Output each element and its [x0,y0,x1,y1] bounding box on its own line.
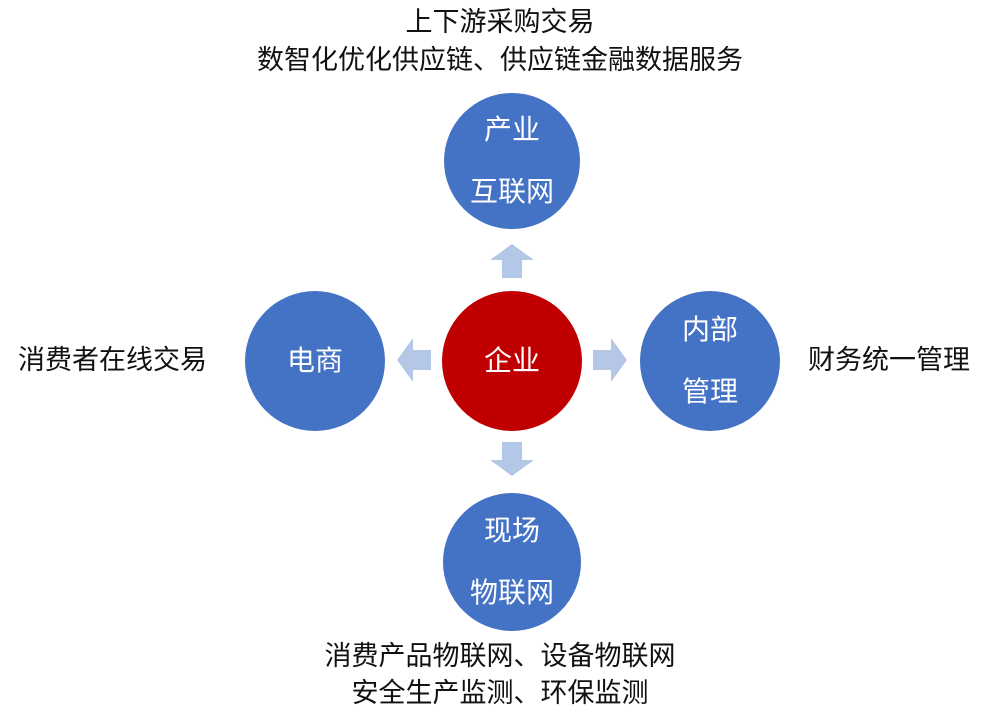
bottom-caption-line1: 消费产品物联网、设备物联网 [324,641,676,672]
onsite-iot-node: 现场 物联网 [443,493,581,631]
ecommerce-label: 电商 [286,343,343,377]
onsite-iot-label-line1: 现场 [483,513,540,547]
industrial-internet-node: 产业 互联网 [444,93,580,229]
internal-management-label-line2: 管理 [681,375,738,408]
onsite-iot-label-line2: 物联网 [469,576,554,609]
left-caption: 消费者在线交易 [18,345,207,376]
arrow-down-icon [490,442,534,476]
arrow-up-icon [490,244,534,278]
top-caption-line2: 数智化优化供应链、供应链金融数据服务 [257,45,743,76]
industrial-internet-label-line2: 互联网 [469,175,554,208]
industrial-internet-label-line1: 产业 [483,112,540,146]
right-caption: 财务统一管理 [808,345,970,376]
internal-management-node: 内部 管理 [640,291,780,431]
internal-management-label-line1: 内部 [681,312,738,346]
arrow-right-icon [593,338,627,382]
ecommerce-node: 电商 [245,291,385,431]
top-caption-line1: 上下游采购交易 [405,7,595,38]
enterprise-label: 企业 [483,343,540,377]
enterprise-center-node: 企业 [442,291,582,431]
arrow-left-icon [397,338,431,382]
bottom-caption-line2: 安全生产监测、环保监测 [351,678,649,709]
